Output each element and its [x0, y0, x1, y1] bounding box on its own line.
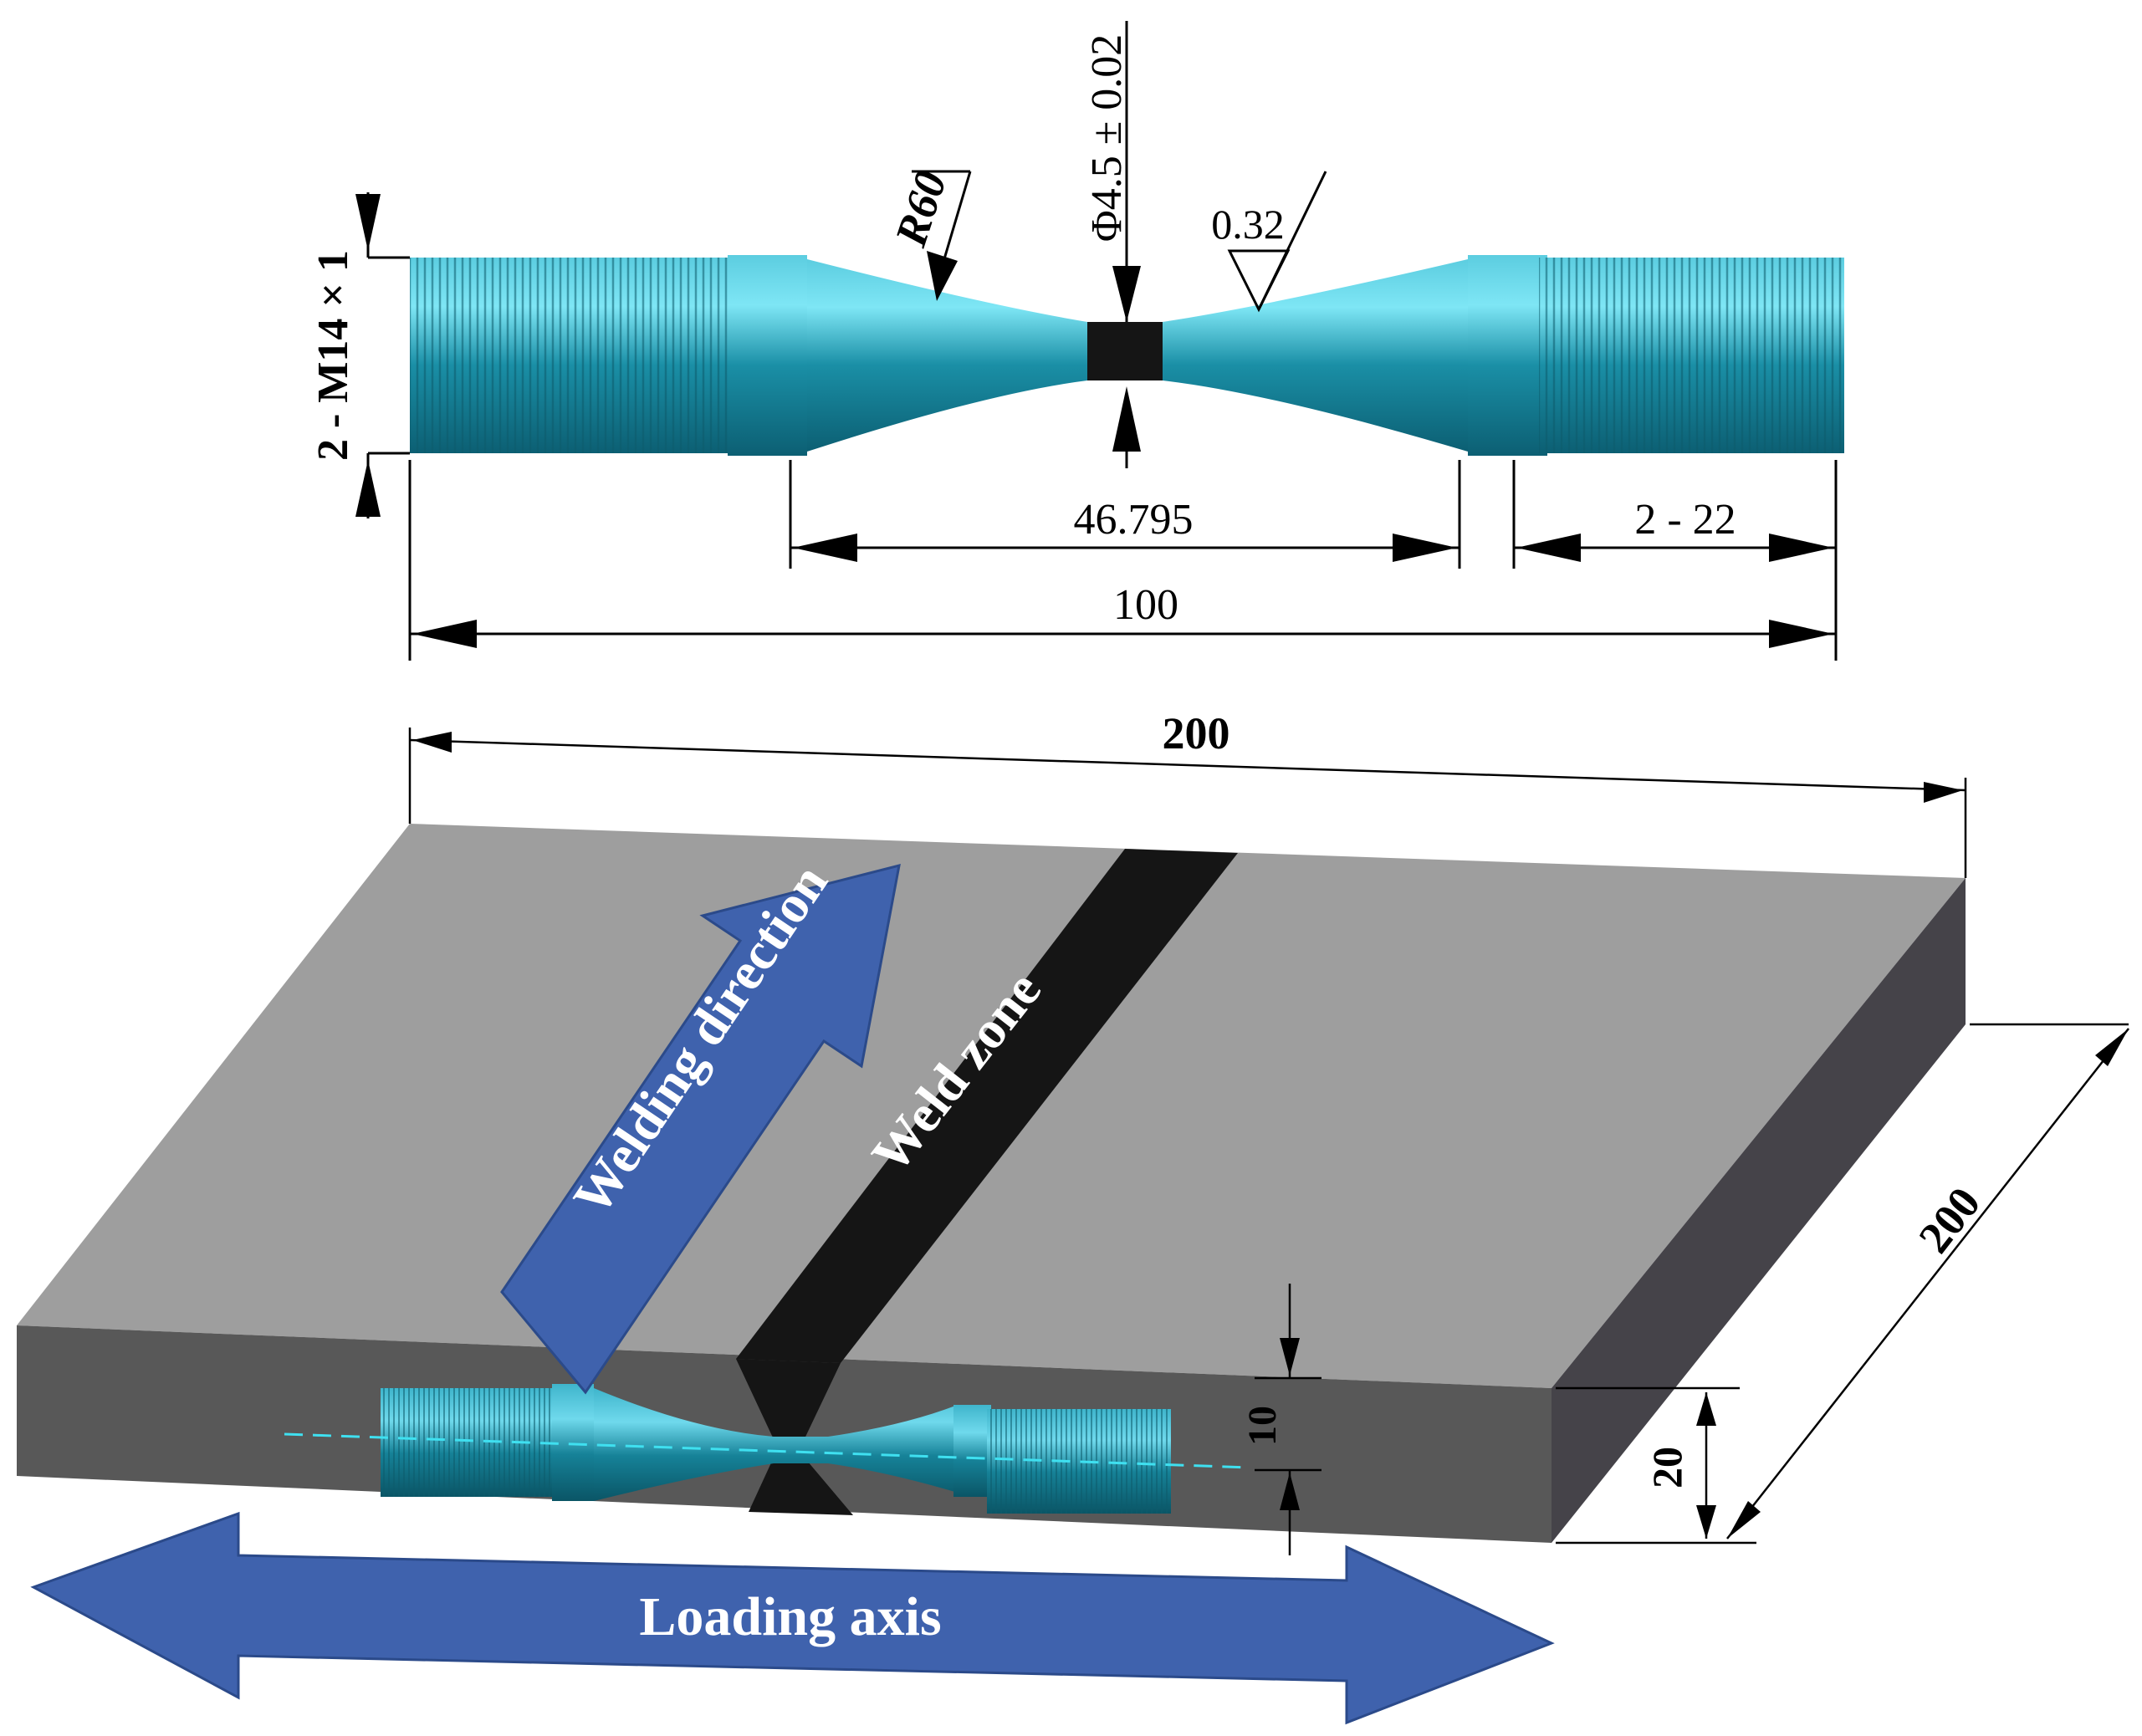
specimen-weld-band [1087, 322, 1163, 380]
roughness-label: 0.32 [1211, 201, 1285, 248]
plate-side-face [1552, 878, 1966, 1543]
diameter-label: Φ4.5 ± 0.02 [1083, 34, 1131, 243]
loading-axis-arrow: Loading axis [30, 1511, 1555, 1725]
embedded-specimen [284, 1384, 1251, 1514]
specimen-axis-line [284, 1432, 1251, 1469]
weld-zone-band [736, 849, 1238, 1363]
left-shoulder [728, 255, 807, 456]
specimen-drawing [410, 255, 1844, 456]
gauge-length-label: 46.795 [1074, 496, 1194, 544]
plate-width-label: 200 [1163, 708, 1230, 758]
loading-axis-label: Loading axis [639, 1586, 941, 1647]
total-length-label: 100 [1113, 581, 1178, 629]
radius-label: R60 [885, 165, 956, 253]
specimen-dimensions [355, 21, 1838, 661]
plate-depth-label: 200 [1909, 1178, 1990, 1263]
thread-label: 2 - M14 × 1 [309, 250, 357, 461]
plate-dimensions [408, 728, 2129, 1555]
right-shoulder [1468, 255, 1547, 456]
plate-thickness-label: 20 [1644, 1447, 1690, 1488]
offset-label: 10 [1240, 1406, 1285, 1446]
grip-length-label: 2 - 22 [1634, 496, 1736, 544]
specimen-labels: 2 - M14 × 1 R60 Φ4.5 ± 0.02 0.32 46.795 … [309, 34, 1736, 629]
